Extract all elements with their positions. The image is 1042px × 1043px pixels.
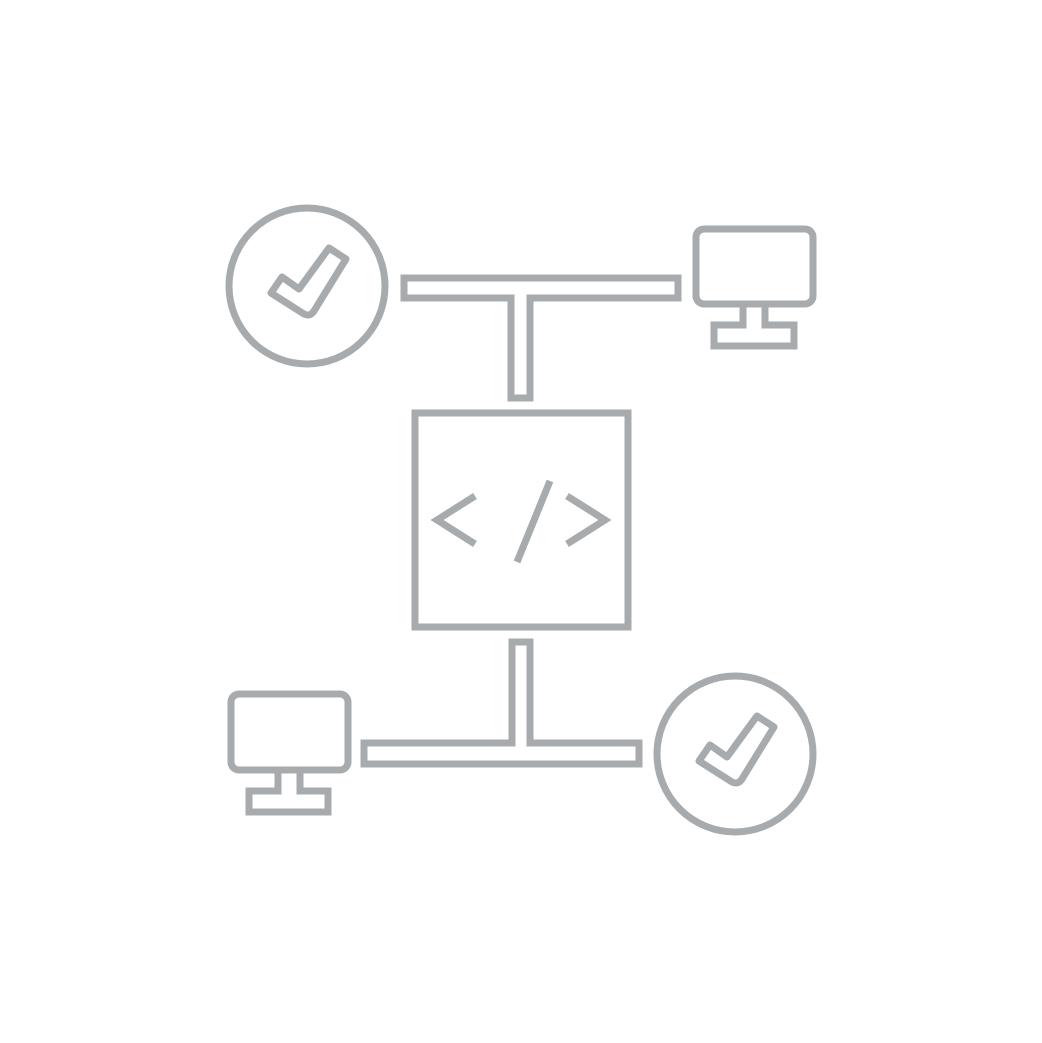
monitor-stand [245, 770, 332, 816]
monitor-bottom-left [227, 690, 352, 816]
code-right-bracket [565, 493, 612, 547]
code-icon [430, 479, 612, 564]
checkmark-icon [695, 712, 778, 787]
check-circle-bottom-right [653, 672, 817, 836]
circle-outline [225, 204, 389, 368]
check-circle-top-left [225, 204, 389, 368]
bottom-t-connector [360, 638, 643, 768]
top-t-connector [400, 274, 682, 402]
monitor-top-right [692, 225, 817, 350]
code-slash [513, 479, 554, 564]
checkmark-icon [267, 244, 350, 319]
code-left-bracket [430, 493, 477, 547]
monitor-screen [692, 225, 817, 308]
code-block-frame [411, 409, 632, 631]
code-block [411, 409, 632, 631]
circle-outline [653, 672, 817, 836]
monitor-stand [710, 304, 798, 350]
monitor-screen [227, 690, 352, 774]
